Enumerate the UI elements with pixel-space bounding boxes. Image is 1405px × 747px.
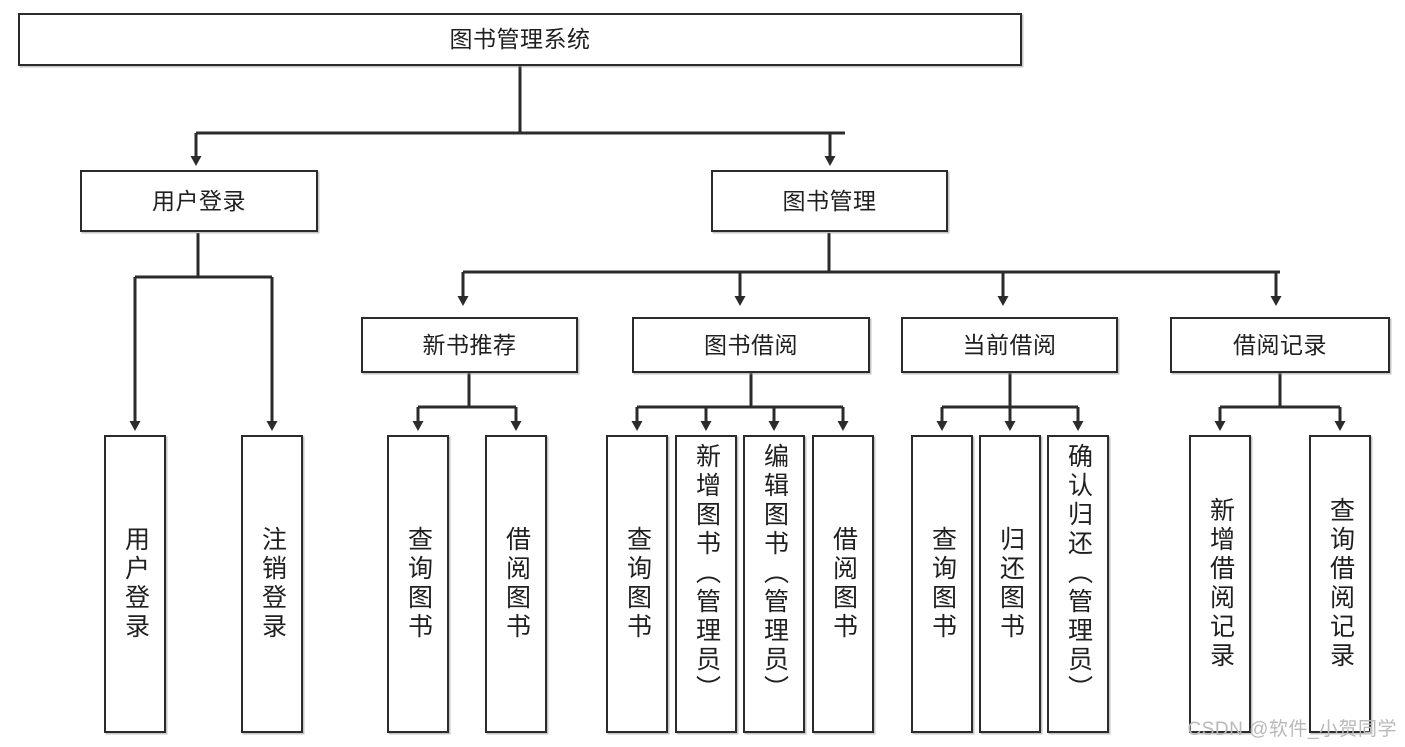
node-leaf-edit-book-label: 编辑图书（管理员） (760, 443, 789, 704)
node-user-login-label: 用户登录 (152, 187, 246, 214)
node-leaf-return-book-label: 归还图书 (996, 526, 1025, 642)
node-leaf-query-book-3[interactable]: 查询图书 (911, 435, 973, 733)
node-leaf-borrow-book-1[interactable]: 借阅图书 (485, 435, 547, 733)
node-leaf-query-book-3-label: 查询图书 (928, 526, 957, 642)
node-leaf-confirm-return-label: 确认归还（管理员） (1064, 443, 1093, 704)
node-leaf-confirm-return[interactable]: 确认归还（管理员） (1047, 435, 1109, 733)
node-current-borrow[interactable]: 当前借阅 (901, 317, 1118, 373)
node-leaf-user-login[interactable]: 用户登录 (104, 435, 166, 733)
node-leaf-return-book[interactable]: 归还图书 (979, 435, 1041, 733)
node-book-borrow-label: 图书借阅 (704, 331, 798, 358)
node-leaf-query-book-2-label: 查询图书 (623, 526, 652, 642)
watermark: CSDN @软件_小贺同学 (1187, 719, 1397, 740)
node-new-book-recommend[interactable]: 新书推荐 (361, 317, 578, 373)
node-leaf-add-book-label: 新增图书（管理员） (692, 443, 721, 704)
node-book-management-label: 图书管理 (782, 187, 877, 214)
node-leaf-edit-book[interactable]: 编辑图书（管理员） (743, 435, 805, 733)
node-leaf-add-record-label: 新增借阅记录 (1206, 497, 1235, 671)
node-new-book-recommend-label: 新书推荐 (422, 331, 517, 358)
node-leaf-query-record[interactable]: 查询借阅记录 (1309, 435, 1371, 733)
node-leaf-query-book-2[interactable]: 查询图书 (606, 435, 668, 733)
node-leaf-borrow-book-2-label: 借阅图书 (829, 526, 858, 642)
node-user-login[interactable]: 用户登录 (80, 170, 318, 232)
node-root-label: 图书管理系统 (449, 26, 591, 53)
node-leaf-query-book-1-label: 查询图书 (404, 526, 433, 642)
node-leaf-add-book[interactable]: 新增图书（管理员） (675, 435, 737, 733)
node-current-borrow-label: 当前借阅 (962, 331, 1057, 358)
node-book-management[interactable]: 图书管理 (711, 170, 948, 232)
node-borrow-record[interactable]: 借阅记录 (1170, 317, 1390, 373)
node-leaf-query-book-1[interactable]: 查询图书 (387, 435, 449, 733)
node-leaf-add-record[interactable]: 新增借阅记录 (1189, 435, 1251, 733)
node-borrow-record-label: 借阅记录 (1233, 331, 1327, 358)
node-book-borrow[interactable]: 图书借阅 (632, 317, 870, 373)
node-leaf-user-login-label: 用户登录 (121, 526, 150, 642)
node-leaf-user-logout[interactable]: 注销登录 (241, 435, 303, 733)
node-leaf-borrow-book-1-label: 借阅图书 (502, 526, 531, 642)
node-leaf-borrow-book-2[interactable]: 借阅图书 (812, 435, 874, 733)
node-leaf-query-record-label: 查询借阅记录 (1326, 497, 1355, 671)
node-leaf-user-logout-label: 注销登录 (258, 526, 287, 642)
node-root[interactable]: 图书管理系统 (18, 13, 1022, 66)
